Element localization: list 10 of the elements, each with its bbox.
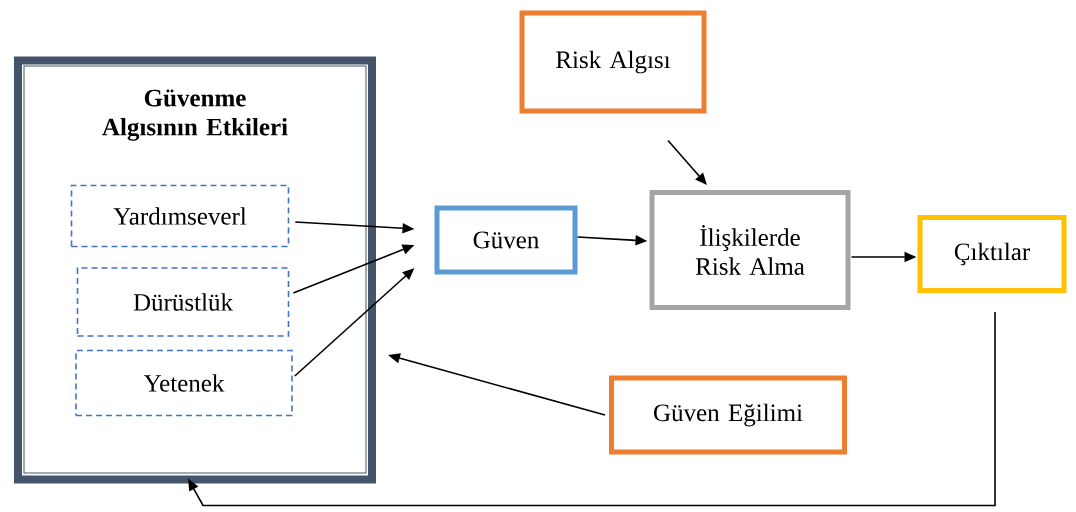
concept-box: İlişkilerde Risk Alma: [649, 190, 851, 310]
arrow: [188, 311, 996, 507]
factor-box: Yetenek: [75, 349, 293, 417]
factor-box: Dürüstlük: [76, 267, 290, 337]
factor-box: Yardımseverl: [70, 184, 290, 248]
concept-box: Güven: [434, 205, 578, 275]
concept-box: Çıktılar: [917, 215, 1067, 293]
concept-box: Güven Eğilimi: [609, 375, 847, 455]
concept-box: Risk Algısı: [519, 10, 707, 114]
arrow: [667, 139, 707, 185]
